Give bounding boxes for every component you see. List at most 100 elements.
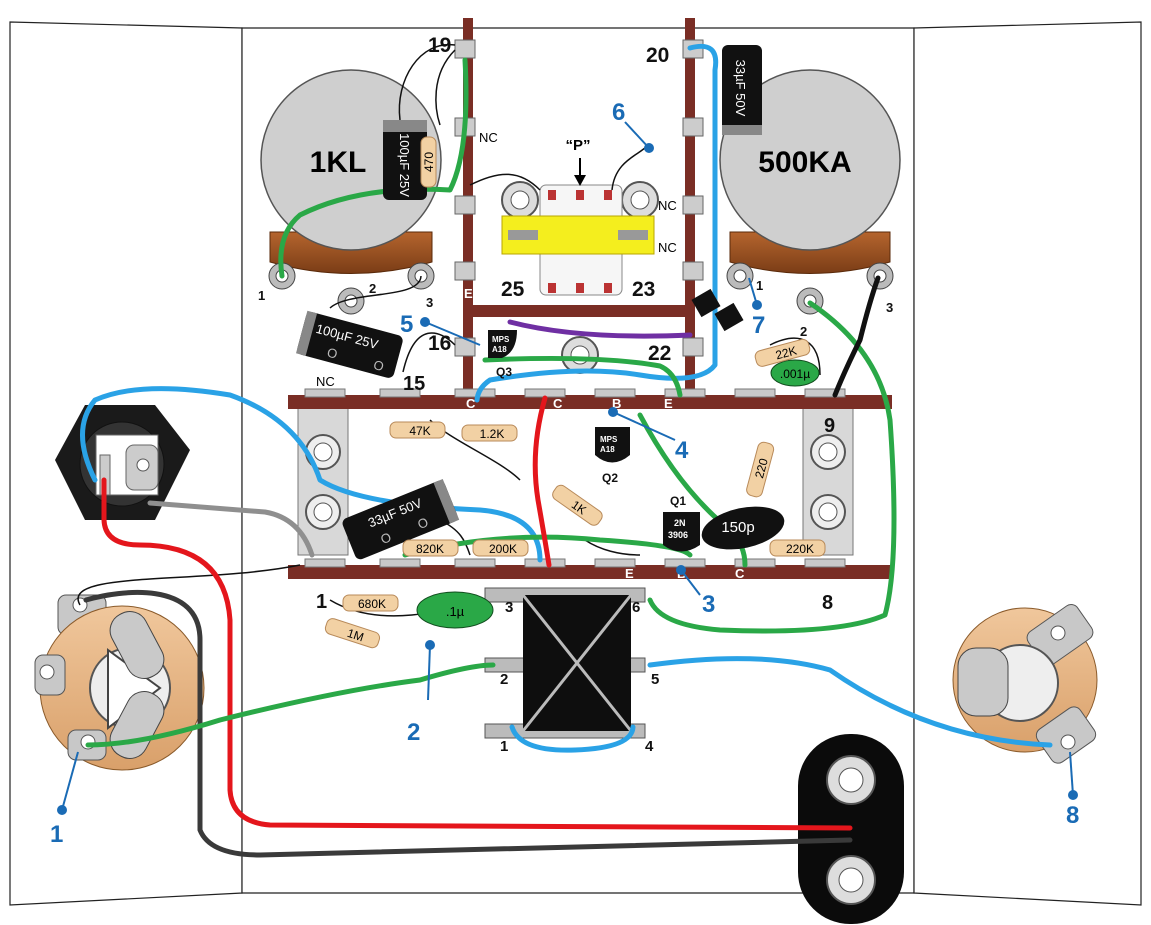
res-22k: 22K xyxy=(754,338,811,367)
transformer-pin-3: 3 xyxy=(505,599,513,616)
pot-right-label: 500KA xyxy=(758,146,851,179)
wire-green-pot2 xyxy=(647,300,897,634)
cap-33uf-top: 33µF 50V xyxy=(722,45,762,135)
svg-text:O: O xyxy=(372,357,386,374)
wire-gray xyxy=(147,500,315,558)
switch-pin-22: 22 xyxy=(648,342,671,365)
res-220: 220 xyxy=(746,441,775,498)
pot-1kl: 1KL 1 2 3 xyxy=(258,69,442,315)
transistor-q1-ref: Q1 xyxy=(670,494,686,508)
board-pin-1: 1 xyxy=(316,591,327,613)
transistor-q2-ref: Q2 xyxy=(602,471,618,485)
wire-red-power xyxy=(101,477,853,831)
output-jack xyxy=(952,604,1098,764)
board-label-c1: C xyxy=(466,396,476,411)
callout-2: 2 xyxy=(407,719,420,746)
switch-nc-1: NC xyxy=(479,130,498,145)
board-label-c3: C xyxy=(735,566,745,581)
board-label-e: E xyxy=(664,396,673,411)
transformer-pin-1: 1 xyxy=(500,738,508,755)
wire-purple xyxy=(507,319,693,339)
svg-text:A18: A18 xyxy=(492,345,507,354)
switch-nc-3: NC xyxy=(658,240,677,255)
wire-green-q3 xyxy=(482,355,683,398)
cap-1-label: .1µ xyxy=(446,604,465,619)
svg-text:3906: 3906 xyxy=(668,530,688,540)
res-1-2k: 1.2K xyxy=(480,427,505,441)
res-1m: 1M xyxy=(324,618,381,649)
callout-4: 4 xyxy=(675,437,689,464)
svg-text:22K: 22K xyxy=(774,343,798,362)
switch-pin-25: 25 xyxy=(501,278,525,301)
svg-text:470: 470 xyxy=(422,152,436,172)
callout-5: 5 xyxy=(400,311,413,338)
diodes xyxy=(691,288,744,332)
wire-blue-switch xyxy=(474,43,719,403)
callout-3: 3 xyxy=(702,591,715,618)
res-1k: 1K xyxy=(552,484,603,526)
component-board: 15 9 1 8 NC C C B E E B C xyxy=(288,336,892,614)
board-nc: NC xyxy=(316,374,335,389)
cap-1 xyxy=(416,591,494,629)
wire-red-board xyxy=(532,395,552,568)
pot-right-lug2: 2 xyxy=(800,324,807,339)
hookup-wires xyxy=(77,43,821,617)
wire-blue-output xyxy=(647,656,1053,748)
res-220k: 220K xyxy=(786,542,814,556)
dc-power-jack xyxy=(55,405,190,520)
res-820k: 820K xyxy=(416,542,444,556)
switch-e: E xyxy=(464,286,473,301)
pot-left-lug1: 1 xyxy=(258,288,265,303)
switch-nc-2: NC xyxy=(658,198,677,213)
svg-text:A18: A18 xyxy=(600,445,615,454)
res-680k: 680K xyxy=(358,597,386,611)
transistor-q1 xyxy=(663,512,700,552)
res-200k: 200K xyxy=(489,542,517,556)
cap-150p xyxy=(701,506,785,550)
callout-7: 7 xyxy=(752,312,765,339)
callout-1: 1 xyxy=(50,821,63,848)
svg-text:33µF 50V: 33µF 50V xyxy=(733,60,748,117)
board-label-e2: E xyxy=(625,566,634,581)
board-pin-15: 15 xyxy=(403,373,425,395)
switch-pin-20: 20 xyxy=(646,44,669,67)
transformer: 3 6 2 5 1 4 xyxy=(484,587,659,755)
board-pin-8: 8 xyxy=(822,592,833,614)
res-47k: 47K xyxy=(409,424,430,438)
svg-text:O: O xyxy=(326,345,340,362)
resistors: 470 47K 1.2K 1K 820K 200K 680K 1M 22K 22… xyxy=(324,136,826,649)
transformer-pin-4: 4 xyxy=(645,738,654,755)
svg-text:100µF 25V: 100µF 25V xyxy=(397,133,412,197)
pot-left-label: 1KL xyxy=(310,146,367,179)
callout-8: 8 xyxy=(1066,802,1079,829)
transformer-pin-5: 5 xyxy=(651,671,659,688)
wire-green-input xyxy=(85,662,496,748)
switch-block: “P” 19 20 25 23 16 22 NC NC NC E xyxy=(428,18,704,398)
svg-text:1M: 1M xyxy=(345,626,365,644)
switch-title: “P” xyxy=(565,137,590,154)
board-pin-9: 9 xyxy=(824,415,835,437)
pot-left-lug3: 3 xyxy=(426,295,433,310)
input-jack xyxy=(34,594,205,771)
cap-150p-label: 150p xyxy=(721,519,754,536)
svg-text:220: 220 xyxy=(752,457,771,480)
wire-blue-transformer xyxy=(509,724,636,753)
wire-black-ground xyxy=(83,589,853,858)
wires: red black xyxy=(80,43,1053,858)
board-label-b: B xyxy=(612,396,621,411)
wire-black-pot xyxy=(832,275,881,398)
switch-pin-23: 23 xyxy=(632,278,655,301)
cap-100uf-vertical: 100µF 25V xyxy=(383,120,427,200)
cap-001-label: .001µ xyxy=(780,367,810,381)
svg-text:1K: 1K xyxy=(569,498,589,518)
cap-33uf-bottom: 33µF 50V O O xyxy=(342,478,460,560)
svg-text:2N: 2N xyxy=(674,518,686,528)
transistor-q3 xyxy=(488,330,517,358)
pot-right-lug3: 3 xyxy=(886,300,893,315)
transistor-q2 xyxy=(595,427,630,463)
board-label-c2: C xyxy=(553,396,563,411)
transformer-pin-6: 6 xyxy=(632,599,640,616)
svg-text:MPS: MPS xyxy=(600,435,618,444)
callouts: 1 2 3 4 5 6 7 8 xyxy=(50,99,1079,848)
